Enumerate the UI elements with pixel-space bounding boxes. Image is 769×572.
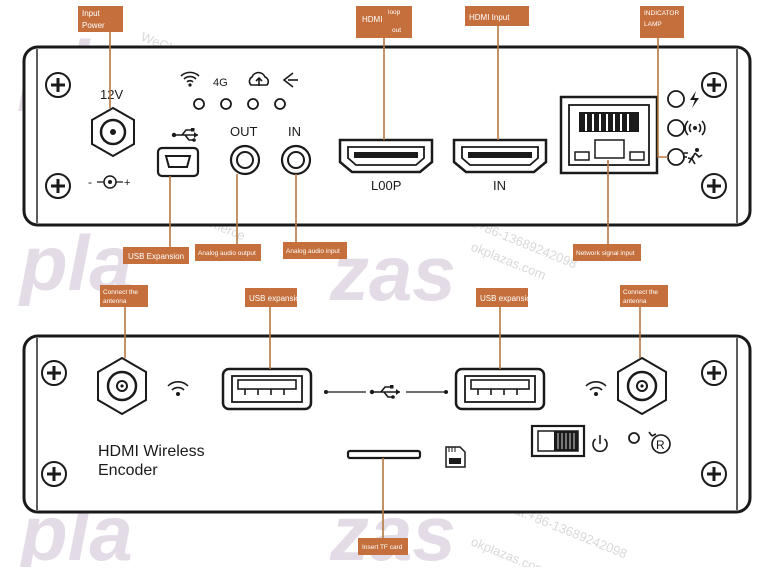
hdmi-input-port <box>452 138 548 174</box>
svg-text:INDICATOR: INDICATOR <box>644 10 679 17</box>
svg-text:USB Expansion: USB Expansion <box>128 252 184 261</box>
svg-text:Analog audio input: Analog audio input <box>286 248 340 255</box>
reset-icon: R <box>648 431 671 454</box>
ethernet-port <box>559 95 659 175</box>
svg-text:Insert TF card: Insert TF card <box>362 544 403 551</box>
tf-card-slot <box>346 449 422 460</box>
callout-network-signal-input: Network signal input <box>573 244 641 261</box>
top-panel-frame <box>22 45 752 227</box>
callout-analog-audio-output: Analog audio output <box>195 244 261 261</box>
bottom-leader-lines <box>124 305 641 538</box>
status-led <box>274 98 286 110</box>
dc-polarity-icon: - + <box>88 175 130 189</box>
audio-out-label: OUT <box>230 124 258 139</box>
top-panel: 12V - + 4G <box>22 45 752 227</box>
callout-analog-audio-input: Analog audio input <box>283 242 347 259</box>
hdmi-loop-port <box>338 138 434 174</box>
power-icon <box>592 435 608 453</box>
reset-letter: R <box>656 438 665 452</box>
status-led <box>220 98 232 110</box>
watermark-brand: zas <box>329 229 456 317</box>
svg-text:loop: loop <box>388 9 401 16</box>
antenna-connector-left <box>97 356 147 416</box>
svg-text:Analog audio output: Analog audio output <box>198 250 256 257</box>
usb-link-icon <box>324 385 448 399</box>
svg-text:Network signal input: Network signal input <box>576 250 635 257</box>
svg-text:Power: Power <box>82 21 105 30</box>
callout-indicator-lamp: INDICATOR LAMP <box>640 6 684 38</box>
wifi-icon <box>585 381 607 396</box>
svg-text:Connect the: Connect the <box>103 289 138 296</box>
bottom-panel-frame <box>22 334 752 514</box>
device-name-line-2: Encoder <box>98 462 158 479</box>
usb-icon <box>171 128 198 142</box>
power-switch <box>530 424 586 458</box>
svg-text:-: - <box>88 175 92 189</box>
sd-card-icon <box>445 446 466 468</box>
status-led <box>193 98 205 110</box>
svg-text:Connect the: Connect the <box>623 289 658 296</box>
bottom-panel: HDMI Wireless Encoder R <box>22 334 752 514</box>
wifi-icon <box>180 71 200 87</box>
svg-text:USB expansion: USB expansion <box>249 294 304 303</box>
watermark-text: okplazas.com <box>469 534 548 567</box>
svg-text:Input: Input <box>82 9 101 18</box>
callout-antenna-right: Connect the antenna <box>620 285 668 307</box>
screw-icon <box>701 72 727 98</box>
top-leader-lines <box>109 26 668 247</box>
device-name-line-1: HDMI Wireless <box>98 443 205 460</box>
lightning-icon <box>690 91 699 108</box>
callout-tf-card: Insert TF card <box>358 538 408 555</box>
audio-output-jack <box>229 144 261 176</box>
callout-input-power: Input Power <box>78 6 123 32</box>
screw-icon <box>45 72 71 98</box>
status-led <box>247 98 259 110</box>
leader-line <box>657 38 668 158</box>
reset-led <box>628 432 640 444</box>
running-icon <box>683 148 703 165</box>
audio-input-jack <box>280 144 312 176</box>
callout-hdmi-input: HDMI Input <box>465 6 529 26</box>
svg-text:HDMI Input: HDMI Input <box>469 13 510 22</box>
hdmi-loop-label: L00P <box>371 178 401 193</box>
svg-text:USB expansion: USB expansion <box>480 294 535 303</box>
audio-in-label: IN <box>288 124 301 139</box>
screw-icon <box>701 360 727 386</box>
hdmi-in-label: IN <box>493 178 506 193</box>
screw-icon <box>701 461 727 487</box>
usb-a-port-right <box>454 367 546 411</box>
svg-text:antenna: antenna <box>623 298 647 305</box>
broadcast-icon <box>684 120 706 136</box>
svg-text:LAMP: LAMP <box>644 21 662 28</box>
signal-4g-label: 4G <box>213 77 228 89</box>
callout-usb-expansion: USB Expansion <box>123 247 189 264</box>
callout-usb-left: USB expansion <box>245 288 304 307</box>
indicator-lamp-network <box>667 119 685 137</box>
power-connector <box>91 106 135 158</box>
screw-icon <box>45 173 71 199</box>
signal-input-icon <box>282 72 298 88</box>
indicator-lamp-power <box>667 90 685 108</box>
screw-icon <box>41 461 67 487</box>
power-voltage-label: 12V <box>100 87 123 102</box>
antenna-connector-right <box>617 356 667 416</box>
screw-icon <box>701 173 727 199</box>
mini-usb-port <box>156 146 200 178</box>
svg-text:+: + <box>124 177 130 189</box>
usb-a-port-left <box>221 367 313 411</box>
callout-hdmi-loop-out: HDMI loop out <box>356 6 412 38</box>
callout-antenna-left: Connect the antenna <box>100 285 148 307</box>
svg-text:out: out <box>392 27 401 34</box>
cloud-upload-icon <box>248 71 270 86</box>
callout-usb-right: USB expansion <box>476 288 535 307</box>
wifi-icon <box>167 381 189 396</box>
svg-text:antenna: antenna <box>103 298 127 305</box>
indicator-lamp-status <box>667 148 685 166</box>
svg-text:HDMI: HDMI <box>362 15 382 24</box>
screw-icon <box>41 360 67 386</box>
